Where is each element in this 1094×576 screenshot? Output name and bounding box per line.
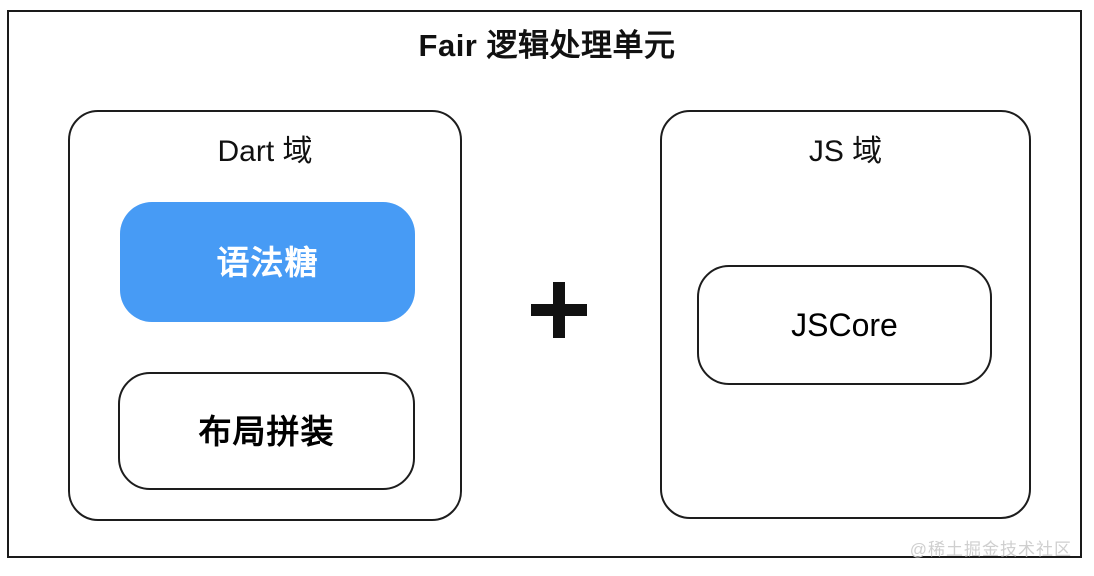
dart-domain-label: Dart 域 bbox=[217, 135, 313, 168]
plus-icon-vertical-bar bbox=[553, 282, 565, 338]
syntax-sugar-label: 语法糖 bbox=[216, 243, 319, 281]
dart-domain-box: Dart 域 语法糖 布局拼装 bbox=[68, 110, 462, 521]
jscore-box: JSCore bbox=[697, 265, 992, 385]
jscore-label: JSCore bbox=[791, 307, 898, 343]
layout-assembly-box: 布局拼装 bbox=[118, 372, 415, 490]
syntax-sugar-box: 语法糖 bbox=[120, 202, 415, 322]
plus-icon bbox=[531, 282, 587, 338]
watermark: @稀土掘金技术社区 bbox=[909, 540, 1072, 559]
layout-assembly-label: 布局拼装 bbox=[198, 412, 335, 450]
js-domain-label: JS 域 bbox=[808, 135, 883, 168]
page-title: Fair 逻辑处理单元 bbox=[418, 28, 676, 63]
js-domain-box: JS 域 JSCore bbox=[660, 110, 1031, 519]
